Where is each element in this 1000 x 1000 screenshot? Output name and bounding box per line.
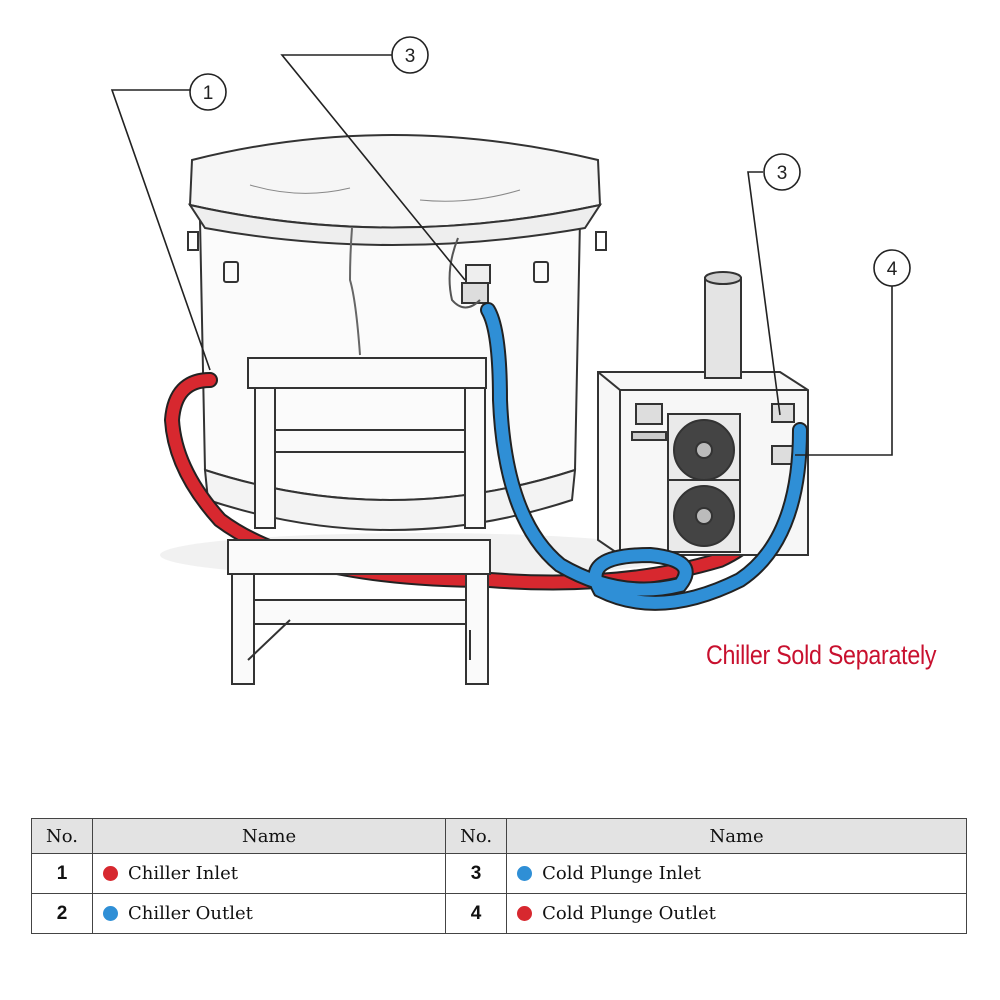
callout-leaders xyxy=(110,54,893,456)
cold-plunge-tub xyxy=(187,134,607,531)
table-row: 1 Chiller Inlet 3 Cold Plunge Inlet xyxy=(31,853,967,894)
blue-hose xyxy=(480,302,808,611)
row-name: Cold Plunge Inlet xyxy=(506,853,967,894)
legend-table: No. Name No. Name 1 Chiller Inlet 3 Cold… xyxy=(31,818,967,934)
legend-header-row: No. Name No. Name xyxy=(31,818,967,854)
row-name-text: Chiller Outlet xyxy=(128,903,253,924)
water-chiller xyxy=(597,271,809,556)
callout-4-label: 4 xyxy=(887,259,898,280)
callout-1: 1 xyxy=(189,73,227,111)
step-stool xyxy=(227,357,491,685)
blue-dot-icon xyxy=(517,866,533,881)
callout-1-label: 1 xyxy=(203,83,214,104)
row-number: 4 xyxy=(445,893,508,934)
red-dot-icon xyxy=(103,866,118,881)
table-row: 2 Chiller Outlet 4 Cold Plunge Outlet xyxy=(31,893,967,934)
callout-3-chiller: 3 xyxy=(763,153,801,191)
header-name-right: Name xyxy=(506,818,967,854)
setup-illustration: 1 3 3 4 xyxy=(110,36,911,685)
header-no-left: No. xyxy=(31,818,93,854)
callout-4: 4 xyxy=(873,249,911,287)
row-name-text: Cold Plunge Inlet xyxy=(542,863,701,884)
red-hose xyxy=(163,372,798,591)
header-no-right: No. xyxy=(445,818,508,854)
chiller-note: Chiller Sold Separately xyxy=(706,640,937,670)
header-name-left: Name xyxy=(91,818,447,854)
callout-3b-label: 3 xyxy=(777,163,788,184)
red-dot-icon xyxy=(517,906,533,921)
callout-3a-label: 3 xyxy=(405,46,416,67)
row-name-text: Chiller Inlet xyxy=(128,863,238,884)
row-name: Chiller Outlet xyxy=(91,893,447,934)
row-name: Cold Plunge Outlet xyxy=(506,893,967,934)
row-number: 3 xyxy=(445,853,508,894)
row-name: Chiller Inlet xyxy=(91,853,447,894)
row-number: 1 xyxy=(31,853,93,894)
row-name-text: Cold Plunge Outlet xyxy=(542,903,716,924)
row-number: 2 xyxy=(31,893,93,934)
blue-dot-icon xyxy=(103,906,118,921)
callout-3-tub: 3 xyxy=(391,36,429,74)
